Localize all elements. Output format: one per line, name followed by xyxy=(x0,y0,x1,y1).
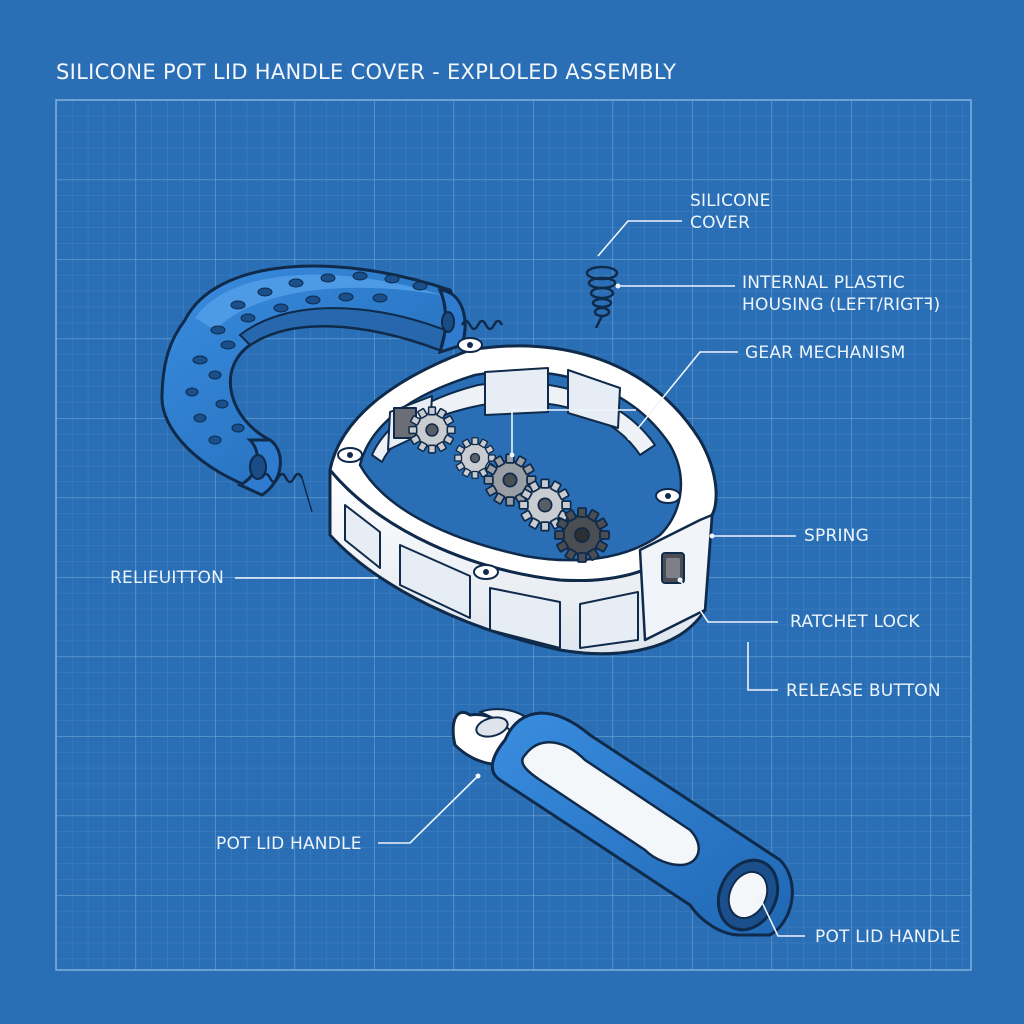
label-internal-housing-line-2: HOUSING (LEFT/RIGTꟻ) xyxy=(742,295,941,315)
pot-lid-handle-part xyxy=(451,708,794,937)
label-pot-lid-handle-bottom: POT LID HANDLE xyxy=(815,927,961,947)
leader-pot-lid-handle-top xyxy=(378,775,479,844)
leader-ratchet-lock xyxy=(679,579,778,623)
label-internal-housing-line-1: INTERNAL PLASTIC xyxy=(742,273,905,293)
gear-2 xyxy=(454,437,496,479)
label-spring: SPRING xyxy=(804,526,869,546)
leader-silicone-cover xyxy=(597,220,682,257)
leader-pot-lid-handle-bottom xyxy=(759,897,805,937)
loose-spring xyxy=(585,265,619,329)
leader-dots xyxy=(475,283,763,901)
leader-lines xyxy=(235,220,805,937)
label-relief-button: RELIEUITTON xyxy=(110,568,225,588)
leader-gear-mechanism xyxy=(629,351,738,439)
gear-4 xyxy=(518,478,572,532)
label-silicone-cover: SILICONE COVER xyxy=(690,190,771,234)
label-release-button: RELEASE BUTTON xyxy=(786,681,941,701)
silicone-cover-part xyxy=(160,264,467,497)
cover-springs xyxy=(260,319,504,513)
diagram-title: SILICONE POT LID HANDLE COVER - EXPLOLED… xyxy=(56,60,677,84)
label-internal-housing: INTERNAL PLASTIC HOUSING (LEFT/RIGTꟻ) xyxy=(742,272,940,316)
label-pot-lid-handle-top: POT LID HANDLE xyxy=(216,834,362,854)
label-gear-mechanism: GEAR MECHANISM xyxy=(745,343,906,363)
leader-release-button xyxy=(747,642,778,691)
label-silicone-cover-line-2: COVER xyxy=(690,213,751,233)
label-silicone-cover-line-1: SILICONE xyxy=(690,191,771,211)
leader-gear-center xyxy=(511,409,636,455)
gear-mechanism-part xyxy=(408,406,610,563)
label-ratchet-lock: RATCHET LOCK xyxy=(790,612,920,632)
gear-1 xyxy=(408,406,456,454)
gear-3 xyxy=(483,453,537,507)
gear-5 xyxy=(554,507,610,563)
